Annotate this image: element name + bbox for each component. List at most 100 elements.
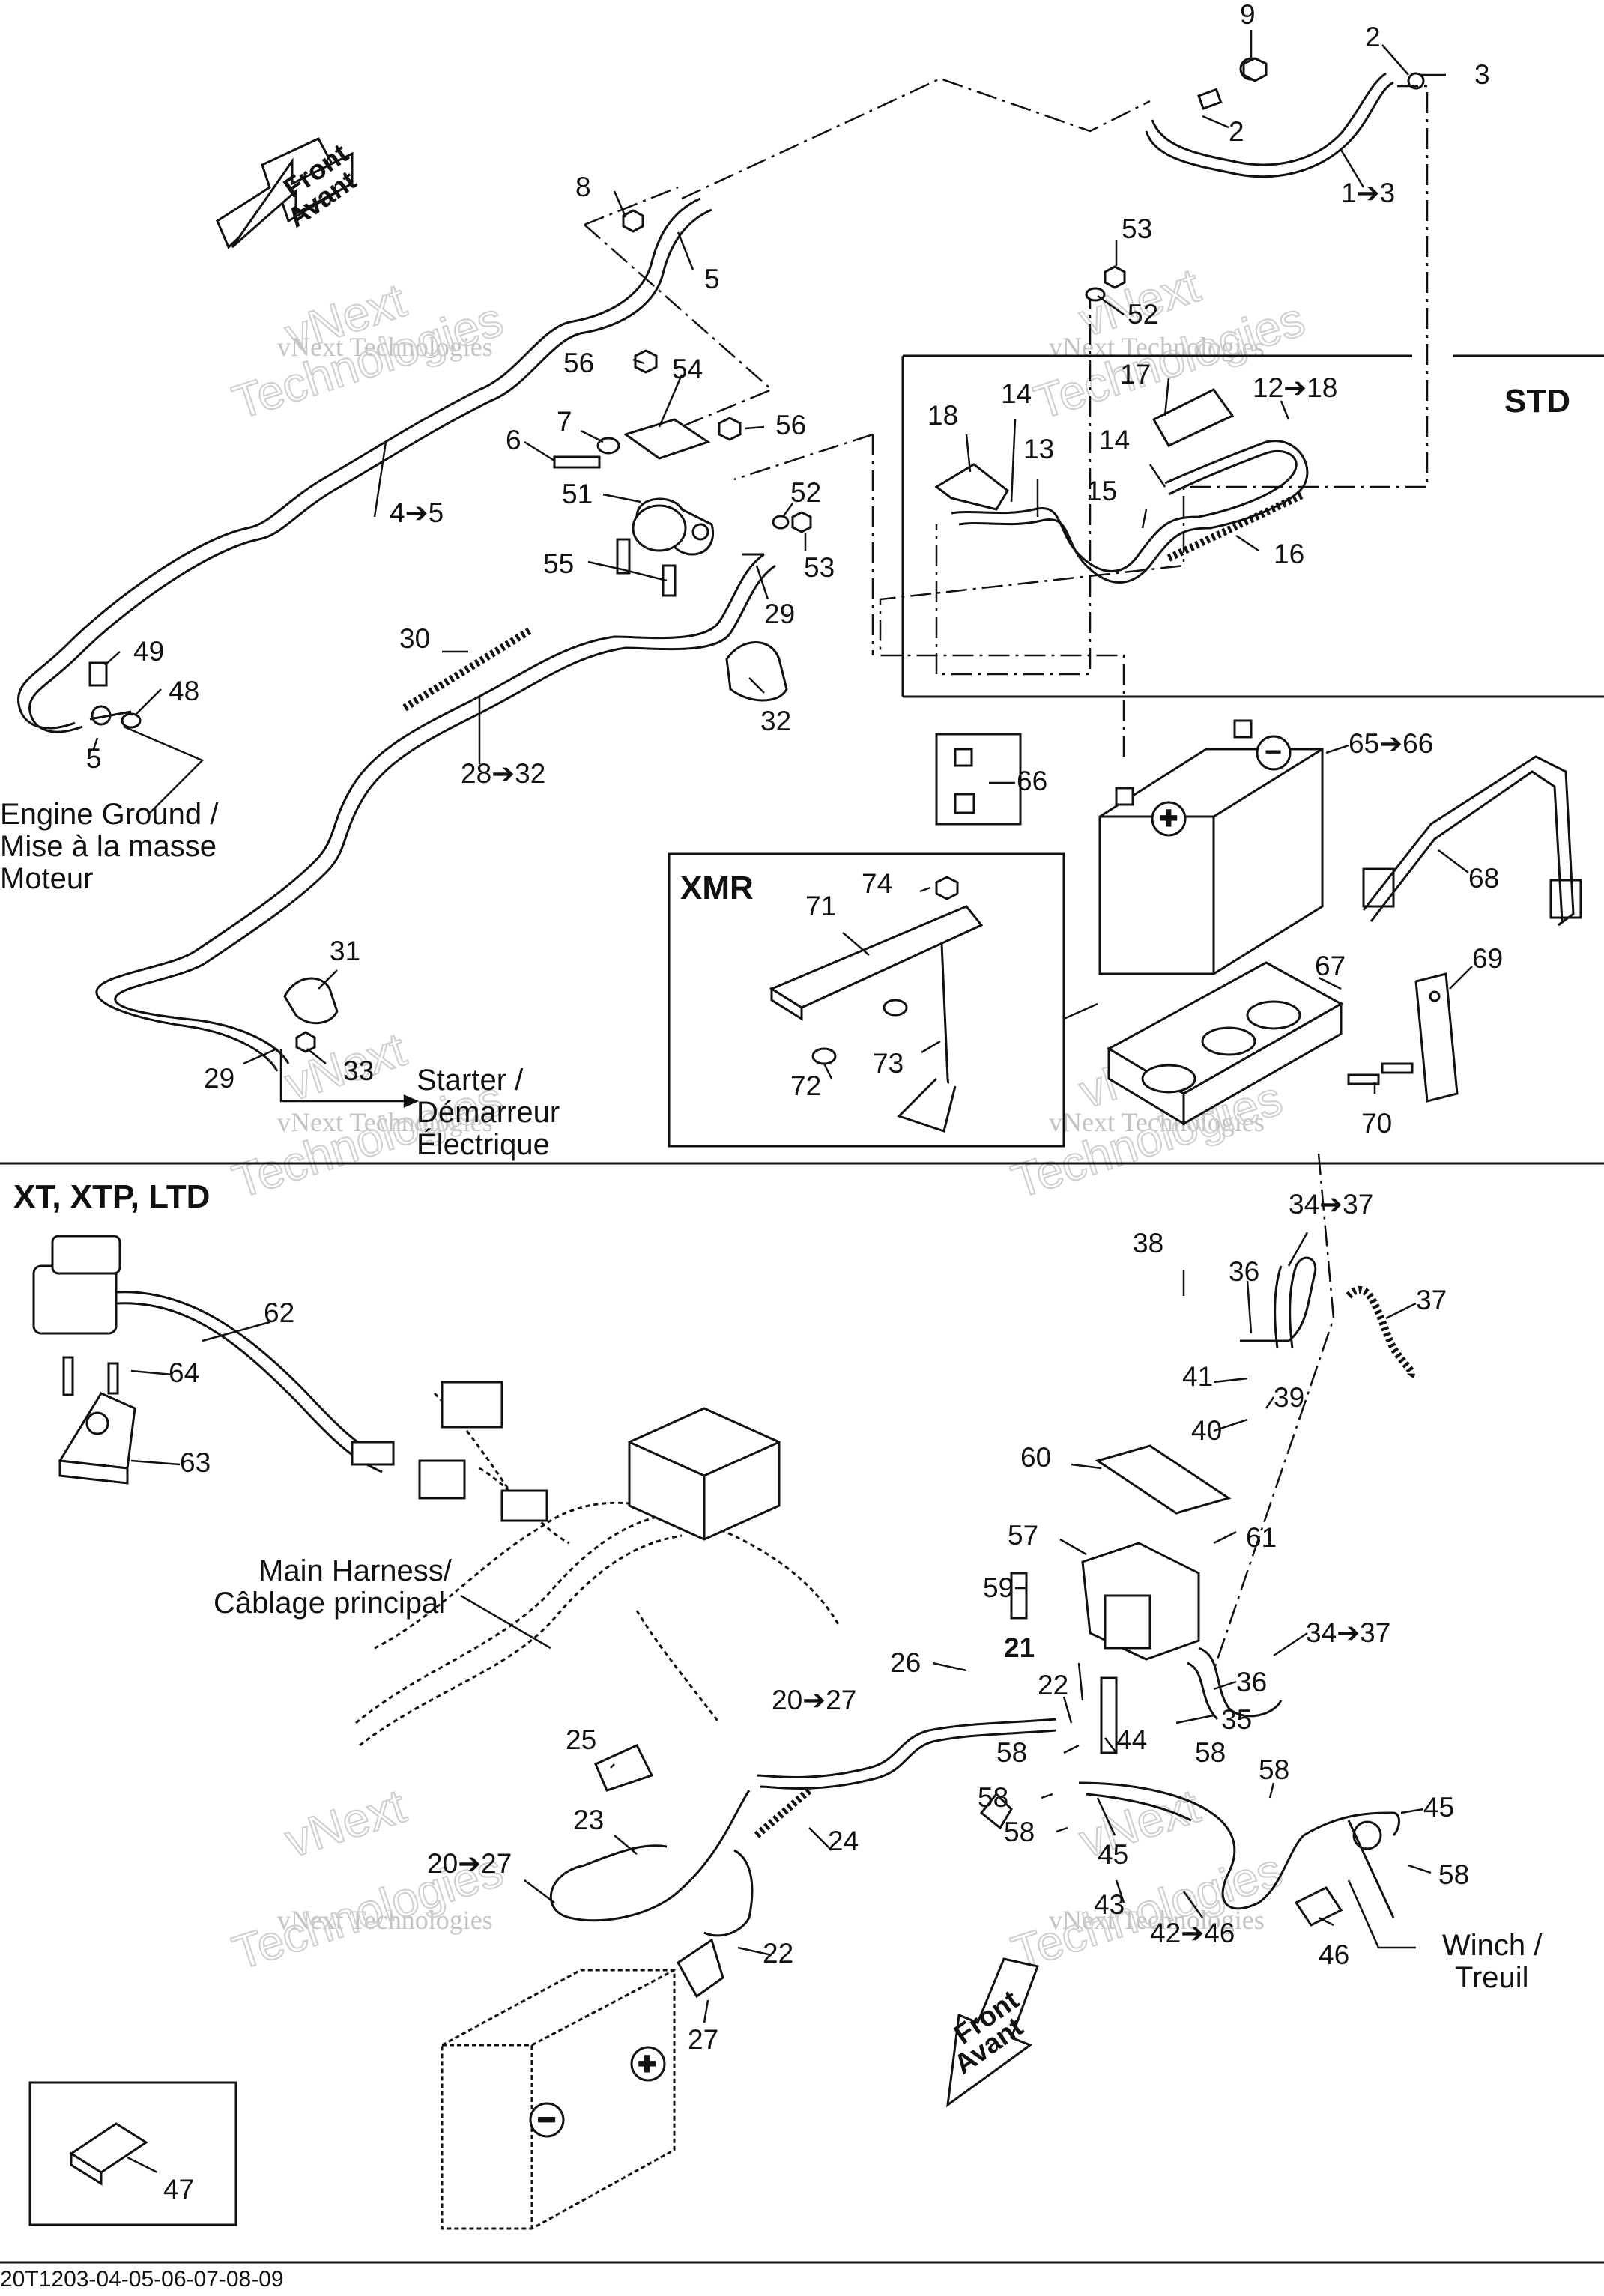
callout-17: 17: [1120, 359, 1151, 390]
battery-tray-67: [1106, 961, 1344, 1126]
callout-46: 46: [1319, 1939, 1349, 1970]
bolt-6: [553, 455, 601, 469]
callout-30: 30: [399, 623, 430, 654]
battery-xt: [441, 1969, 676, 2230]
callout-69: 69: [1472, 943, 1503, 974]
callout-36: 36: [1229, 1256, 1259, 1287]
boot-46: [1294, 1886, 1343, 1927]
bolt-66: [954, 748, 973, 767]
callout-20-27: 20➔27: [772, 1685, 856, 1715]
callout-box-47: [28, 2081, 237, 2226]
callout-16: 16: [1274, 539, 1304, 569]
washer-48: [121, 712, 142, 729]
callout-53: 53: [1122, 213, 1152, 244]
callout-52: 52: [790, 477, 821, 508]
winch-label: Winch /: [1442, 1929, 1543, 1962]
callout-68: 68: [1468, 863, 1499, 894]
callout-56: 56: [563, 348, 594, 378]
callout-5: 5: [704, 264, 720, 294]
cable-group-top: [16, 57, 1425, 1072]
callout-49: 49: [133, 636, 164, 667]
callout-13: 13: [1023, 434, 1054, 464]
module-62: [32, 1235, 395, 1473]
callout-14: 14: [1001, 378, 1032, 409]
watermark-vnext: vNext: [279, 1778, 412, 1868]
boot-32: [725, 641, 788, 702]
negative-sign: −: [1265, 736, 1282, 769]
callout-47: 47: [163, 2174, 194, 2205]
callout-37: 37: [1416, 1285, 1447, 1315]
callout-7: 7: [557, 406, 572, 437]
callout-39: 39: [1274, 1382, 1304, 1413]
callout-73: 73: [873, 1048, 904, 1079]
nut-9: [1242, 57, 1268, 82]
callout-34-37: 34➔37: [1289, 1189, 1373, 1220]
callout-41: 41: [1182, 1361, 1213, 1392]
bolt-49: [88, 661, 108, 687]
loom-30: [402, 626, 534, 712]
xmr-bracket-71: [769, 905, 984, 1133]
callout-18: 18: [927, 400, 958, 431]
callout-28-32: 28➔32: [461, 758, 545, 789]
callout-45: 45: [1423, 1792, 1454, 1823]
callout-59: 59: [983, 1572, 1014, 1603]
callout-2: 2: [1365, 22, 1381, 52]
negative-sign: −: [538, 2103, 555, 2136]
callout-48: 48: [169, 676, 199, 706]
hardware-top: [88, 57, 1414, 1085]
callout-38: 38: [1133, 1228, 1163, 1258]
main-harness: [355, 1392, 841, 1747]
starter-label: Électrique: [417, 1127, 550, 1161]
callout-58: 58: [1438, 1859, 1469, 1890]
callout-26: 26: [890, 1647, 921, 1678]
nut-8: [622, 209, 644, 233]
callout-74: 74: [862, 868, 892, 899]
callout-3: 3: [1474, 59, 1490, 90]
xmr-frame: [668, 852, 1065, 1148]
bracket-63: [58, 1356, 136, 1485]
callout-43: 43: [1094, 1889, 1125, 1920]
boot-26: [979, 1792, 1013, 1830]
watermark-vnext: vNext: [1073, 1778, 1206, 1868]
loom-16: [1166, 491, 1306, 562]
callout-63: 63: [180, 1447, 211, 1478]
callout-58: 58: [1259, 1754, 1289, 1785]
callout-36: 36: [1236, 1667, 1267, 1697]
engine-ground-label: Engine Ground /: [0, 798, 219, 831]
nut-53: [1104, 265, 1126, 289]
callout-20-27: 20➔27: [427, 1848, 512, 1879]
battery-xt-terminals: + −: [529, 2046, 666, 2138]
bracket-69: [1414, 972, 1459, 1103]
fuse-box: [418, 1381, 781, 1541]
wire-looms: [402, 491, 1415, 1838]
callout-58: 58: [1004, 1817, 1035, 1847]
nut-53b: [791, 511, 812, 533]
callout-70: 70: [1361, 1108, 1392, 1139]
callout-23: 23: [573, 1805, 604, 1835]
winch-label: Treuil: [1455, 1961, 1529, 1994]
callout-29: 29: [204, 1063, 234, 1094]
callout-58: 58: [978, 1782, 1008, 1813]
watermark-vnext-technologies: vNext Technologies: [277, 1107, 493, 1137]
bolt-70b: [1381, 1062, 1414, 1074]
main-harness-label: Câblage principal: [214, 1587, 445, 1620]
front-arrow-top: Front Avant: [216, 137, 362, 249]
washer-52b: [772, 515, 790, 530]
callout-8: 8: [575, 172, 591, 202]
callout-34-37: 34➔37: [1306, 1617, 1390, 1648]
nut-66: [954, 793, 975, 814]
terminal-boots: [283, 388, 1343, 1999]
callout-32: 32: [760, 706, 791, 736]
callout-22: 22: [763, 1938, 793, 1969]
positive-sign: +: [1160, 802, 1177, 835]
battery-std-negative: −: [1265, 736, 1282, 769]
callout-35: 35: [1221, 1704, 1252, 1735]
callout-61: 61: [1246, 1522, 1277, 1553]
callout-5: 5: [86, 743, 102, 774]
engine-ground-label: Moteur: [0, 862, 94, 895]
engine-ground-label: Mise à la masse: [0, 830, 217, 863]
callout-57: 57: [1008, 1520, 1038, 1551]
callout-40: 40: [1191, 1415, 1222, 1446]
callout-64: 64: [169, 1357, 199, 1388]
watermark-vnext-technologies: vNext Technologies: [1049, 1107, 1265, 1137]
